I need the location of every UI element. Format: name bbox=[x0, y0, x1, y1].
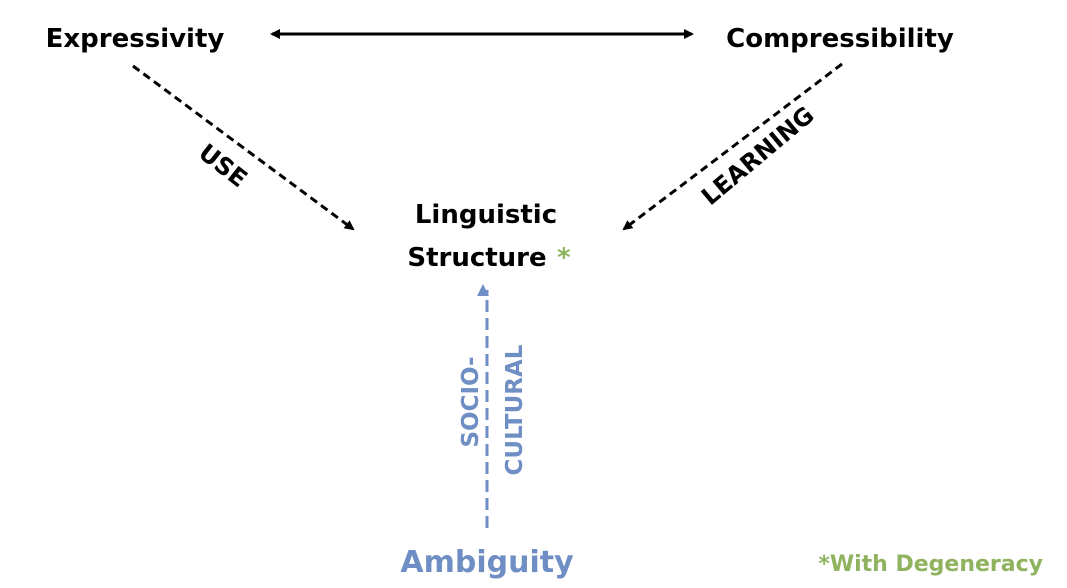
ambiguity-node: Ambiguity bbox=[400, 545, 574, 580]
learning-label: LEARNING bbox=[696, 101, 819, 211]
linguistic-structure-line1: Linguistic bbox=[415, 200, 557, 230]
structure-asterisk: * bbox=[557, 243, 571, 273]
linguistic-structure-line2: Structure bbox=[407, 243, 546, 273]
expressivity-node: Expressivity bbox=[46, 24, 225, 54]
learning-arrow bbox=[622, 62, 843, 231]
use-arrow bbox=[132, 64, 355, 231]
degeneracy-footnote: *With Degeneracy bbox=[818, 552, 1043, 577]
socio-label: SOCIO- bbox=[458, 356, 484, 447]
cultural-label: CULTURAL bbox=[502, 344, 528, 475]
compressibility-node: Compressibility bbox=[726, 24, 954, 54]
